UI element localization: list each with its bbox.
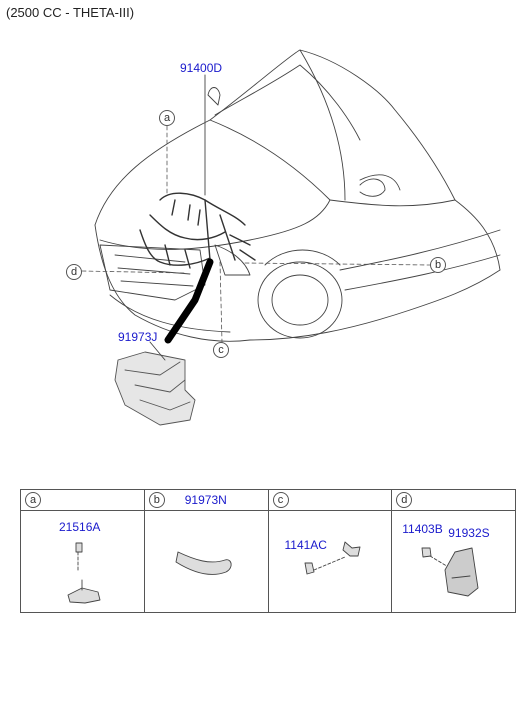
column-letter: d bbox=[396, 492, 413, 508]
column-letter: c bbox=[272, 492, 289, 508]
leader-c bbox=[219, 261, 223, 343]
column-letter: b bbox=[148, 492, 165, 508]
part-21516a[interactable]: 21516A bbox=[59, 520, 101, 534]
table-column-b: b 91973N bbox=[144, 490, 269, 612]
part-21516a-illustration bbox=[67, 542, 101, 604]
leader-d bbox=[81, 270, 186, 274]
part-11403b-illustration bbox=[421, 547, 451, 569]
column-header: c bbox=[268, 490, 392, 511]
column-letter: a bbox=[25, 492, 41, 508]
column-header: a bbox=[21, 490, 144, 511]
car-illustration bbox=[94, 49, 501, 342]
leader-91973j bbox=[149, 341, 166, 361]
callout-d[interactable]: d bbox=[66, 264, 82, 280]
pointer-arrow bbox=[164, 258, 214, 344]
part-91973j[interactable]: 91973J bbox=[118, 330, 158, 344]
column-header: d bbox=[392, 490, 515, 511]
column-header: b 91973N bbox=[144, 490, 268, 511]
parts-table: a 21516A b 91973N c 1141AC d 11403B 9193… bbox=[20, 489, 516, 613]
callout-a[interactable]: a bbox=[159, 110, 175, 126]
leader-b bbox=[244, 262, 431, 266]
part-1141ac[interactable]: 1141AC bbox=[284, 538, 327, 552]
part-11403b[interactable]: 11403B bbox=[402, 522, 443, 536]
part-1141ac-illustration bbox=[304, 541, 361, 575]
table-column-a: a 21516A bbox=[21, 490, 145, 612]
part-91973n-illustration bbox=[175, 551, 232, 575]
callout-c[interactable]: c bbox=[213, 342, 229, 358]
cover-part-illustration bbox=[114, 351, 196, 426]
part-91400d[interactable]: 91400D bbox=[180, 61, 223, 75]
table-column-c: c 1141AC bbox=[268, 490, 393, 612]
page-title: (2500 CC - THETA-III) bbox=[6, 5, 135, 20]
wiring-harness bbox=[139, 192, 256, 269]
part-91973n[interactable]: 91973N bbox=[184, 493, 227, 507]
callout-b[interactable]: b bbox=[430, 257, 446, 273]
part-91932s[interactable]: 91932S bbox=[448, 526, 490, 540]
table-column-d: d 11403B 91932S bbox=[392, 490, 515, 612]
part-91932s-illustration bbox=[444, 547, 479, 597]
